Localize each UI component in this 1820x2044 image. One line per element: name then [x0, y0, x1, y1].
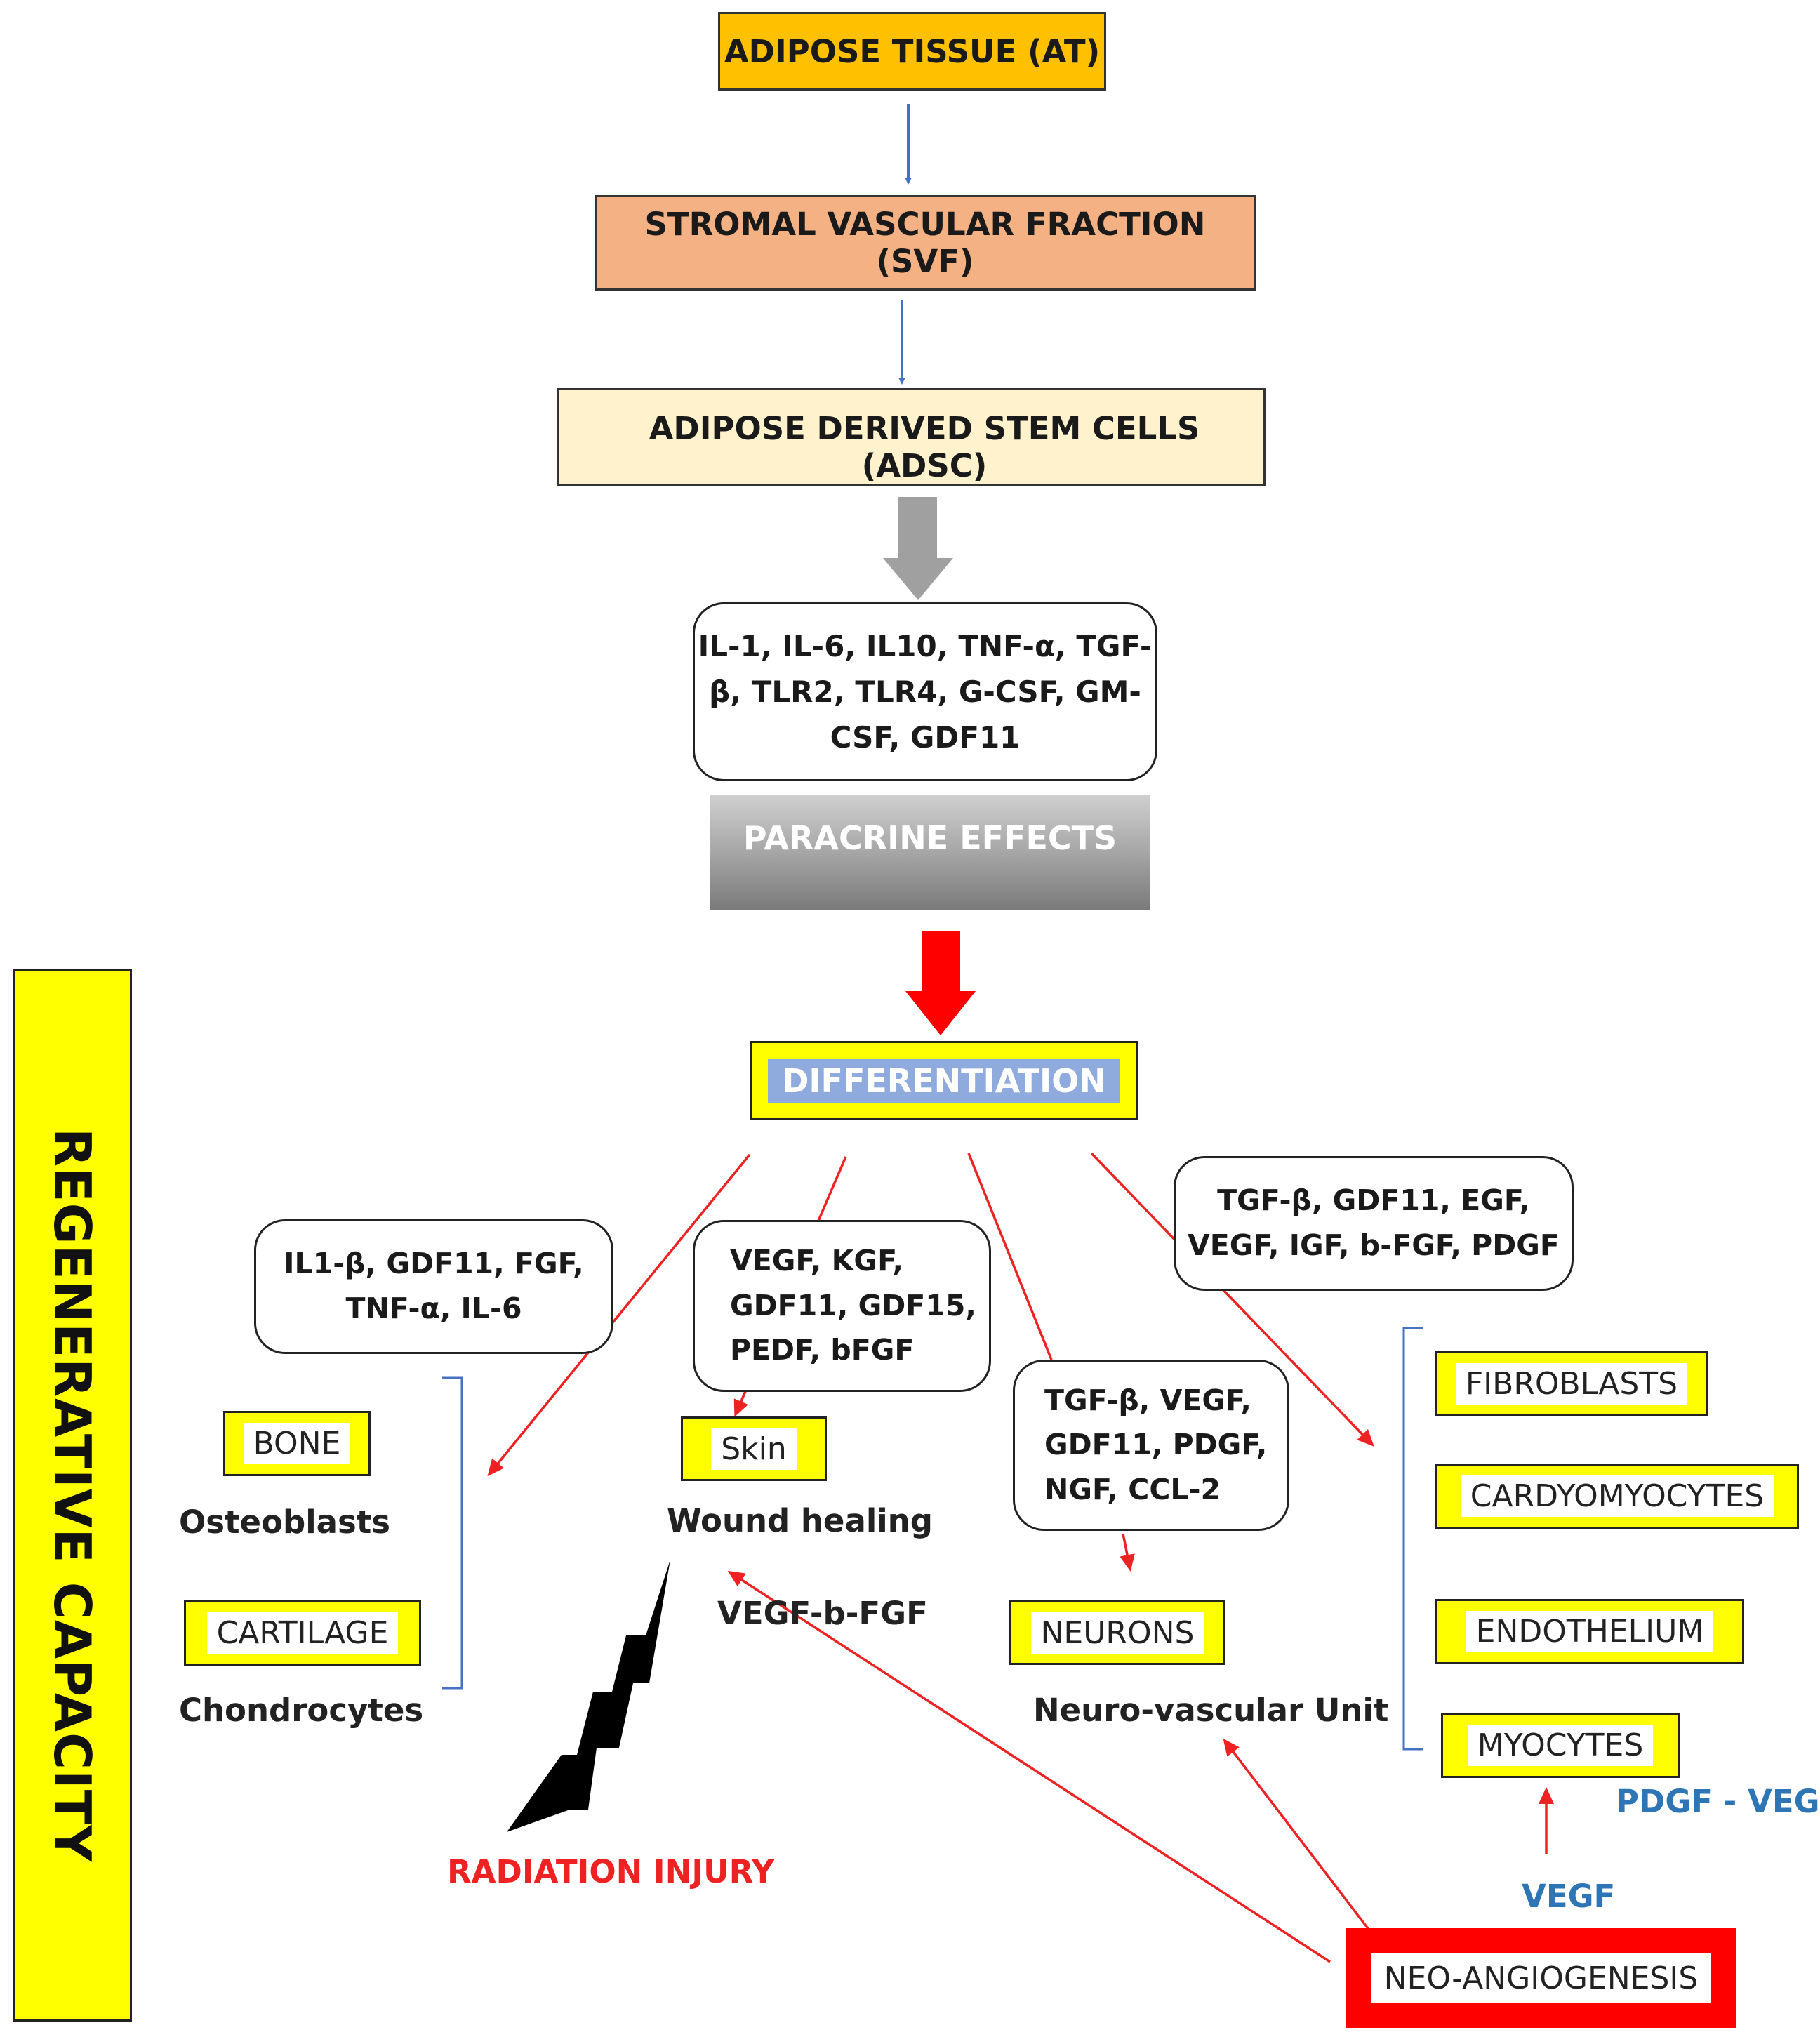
- adipose-tissue-label: ADIPOSE TISSUE (AT): [724, 32, 1101, 70]
- factors-muscle-line: TGF-β, GDF11, EGF,: [1217, 1183, 1530, 1218]
- bone-label: BONE: [243, 1423, 351, 1464]
- neuro-vascular-unit-label: Neuro-vascular Unit: [1033, 1692, 1389, 1729]
- vegf-label: VEGF: [1522, 1878, 1616, 1915]
- skin-label: Skin: [711, 1428, 797, 1470]
- arrow-diff-to-muscle: [1090, 1152, 1374, 1447]
- cytokines-main-line: CSF, GDF11: [830, 720, 1021, 755]
- arrow-diff-to-neuro: [967, 1153, 1053, 1360]
- regenerative-capacity-bar: REGENERATIVE CAPACITY: [13, 969, 132, 2022]
- bracket-bone-cartilage: [442, 1376, 463, 1690]
- cardyomyocytes-box: CARDYOMYOCYTES: [1435, 1464, 1799, 1529]
- regenerative-capacity-label: REGENERATIVE CAPACITY: [43, 1127, 102, 1863]
- endothelium-label: ENDOTHELIUM: [1466, 1611, 1714, 1652]
- arrow-neo-to-neuro: [1223, 1738, 1384, 1949]
- cartilage-box: CARTILAGE: [184, 1600, 421, 1666]
- wound-healing-label: Wound healing: [667, 1502, 933, 1539]
- radiation-injury-label: RADIATION INJURY: [447, 1853, 775, 1890]
- bracket-muscle-group: [1402, 1327, 1423, 1751]
- lightning-bolt-icon: [507, 1560, 670, 1832]
- cardyomyocytes-label: CARDYOMYOCYTES: [1460, 1475, 1774, 1517]
- bone-box: BONE: [223, 1411, 371, 1476]
- factors-skin-line: PEDF, bFGF: [730, 1333, 915, 1367]
- neurons-box: NEURONS: [1009, 1600, 1225, 1665]
- cytokines-main-line: IL-1, IL-6, IL10, TNF-α, TGF-: [698, 628, 1153, 663]
- differentiation-box: DIFFERENTIATION: [750, 1041, 1138, 1120]
- chondrocytes-label: Chondrocytes: [179, 1692, 424, 1729]
- factors-skin-box: VEGF, KGF, GDF11, GDF15, PEDF, bFGF: [693, 1220, 991, 1392]
- factors-bone-cartilage-box: IL1-β, GDF11, FGF, TNF-α, IL-6: [254, 1219, 613, 1354]
- cytokines-main-line: β, TLR2, TLR4, G-CSF, GM-: [709, 674, 1141, 709]
- factors-neuro-line: GDF11, PDGF,: [1044, 1428, 1268, 1462]
- endothelium-box: ENDOTHELIUM: [1435, 1599, 1744, 1664]
- factors-bone-line: IL1-β, GDF11, FGF,: [284, 1247, 584, 1281]
- factors-neuro-line: NGF, CCL-2: [1044, 1472, 1221, 1506]
- cartilage-label: CARTILAGE: [206, 1612, 399, 1654]
- arrow-neuro-to-neurons: [1120, 1533, 1135, 1572]
- factors-neuro-line: TGF-β, VEGF,: [1044, 1383, 1251, 1417]
- vegf-bfgf-label: VEGF-b-FGF: [717, 1595, 928, 1632]
- svf-box: STROMAL VASCULAR FRACTION (SVF): [595, 195, 1256, 291]
- factors-muscle-line: VEGF, IGF, b-FGF, PDGF: [1188, 1228, 1560, 1262]
- factors-skin-line: GDF11, GDF15,: [730, 1288, 976, 1322]
- myocytes-box: MYOCYTES: [1441, 1713, 1680, 1778]
- pdgf-vegf-label: PDGF - VEGF: [1616, 1783, 1820, 1820]
- neo-angiogenesis-box: NEO-ANGIOGENESIS: [1346, 1928, 1736, 2028]
- neurons-label: NEURONS: [1030, 1612, 1204, 1654]
- adsc-box: ADIPOSE DERIVED STEM CELLS (ADSC): [557, 388, 1266, 486]
- paracrine-effects-label: PARACRINE EFFECTS: [743, 819, 1117, 857]
- red-block-arrow: [905, 931, 976, 1035]
- skin-box: Skin: [681, 1416, 827, 1481]
- fibroblasts-label: FIBROBLASTS: [1455, 1363, 1688, 1405]
- myocytes-label: MYOCYTES: [1467, 1725, 1654, 1766]
- arrow-diff-to-bone: [487, 1153, 751, 1477]
- cytokines-main-box: IL-1, IL-6, IL10, TNF-α, TGF- β, TLR2, T…: [693, 602, 1157, 781]
- factors-skin-line: VEGF, KGF,: [730, 1244, 904, 1278]
- arrow-neo-to-wound: [727, 1570, 1331, 1963]
- factors-bone-line: TNF-α, IL-6: [345, 1292, 522, 1325]
- fibroblasts-box: FIBROBLASTS: [1435, 1351, 1708, 1416]
- neo-angiogenesis-label: NEO-ANGIOGENESIS: [1371, 1953, 1711, 2003]
- factors-muscle-box: TGF-β, GDF11, EGF, VEGF, IGF, b-FGF, PDG…: [1174, 1156, 1574, 1291]
- differentiation-label: DIFFERENTIATION: [768, 1058, 1120, 1103]
- adsc-label: ADIPOSE DERIVED STEM CELLS (ADSC): [649, 410, 1200, 484]
- paracrine-effects-box: PARACRINE EFFECTS: [710, 795, 1150, 910]
- gray-block-arrow: [883, 497, 953, 600]
- adipose-tissue-box: ADIPOSE TISSUE (AT): [718, 12, 1106, 91]
- osteoblasts-label: Osteoblasts: [179, 1504, 391, 1541]
- svf-label: STROMAL VASCULAR FRACTION (SVF): [644, 206, 1206, 280]
- factors-neuro-box: TGF-β, VEGF, GDF11, PDGF, NGF, CCL-2: [1013, 1360, 1289, 1531]
